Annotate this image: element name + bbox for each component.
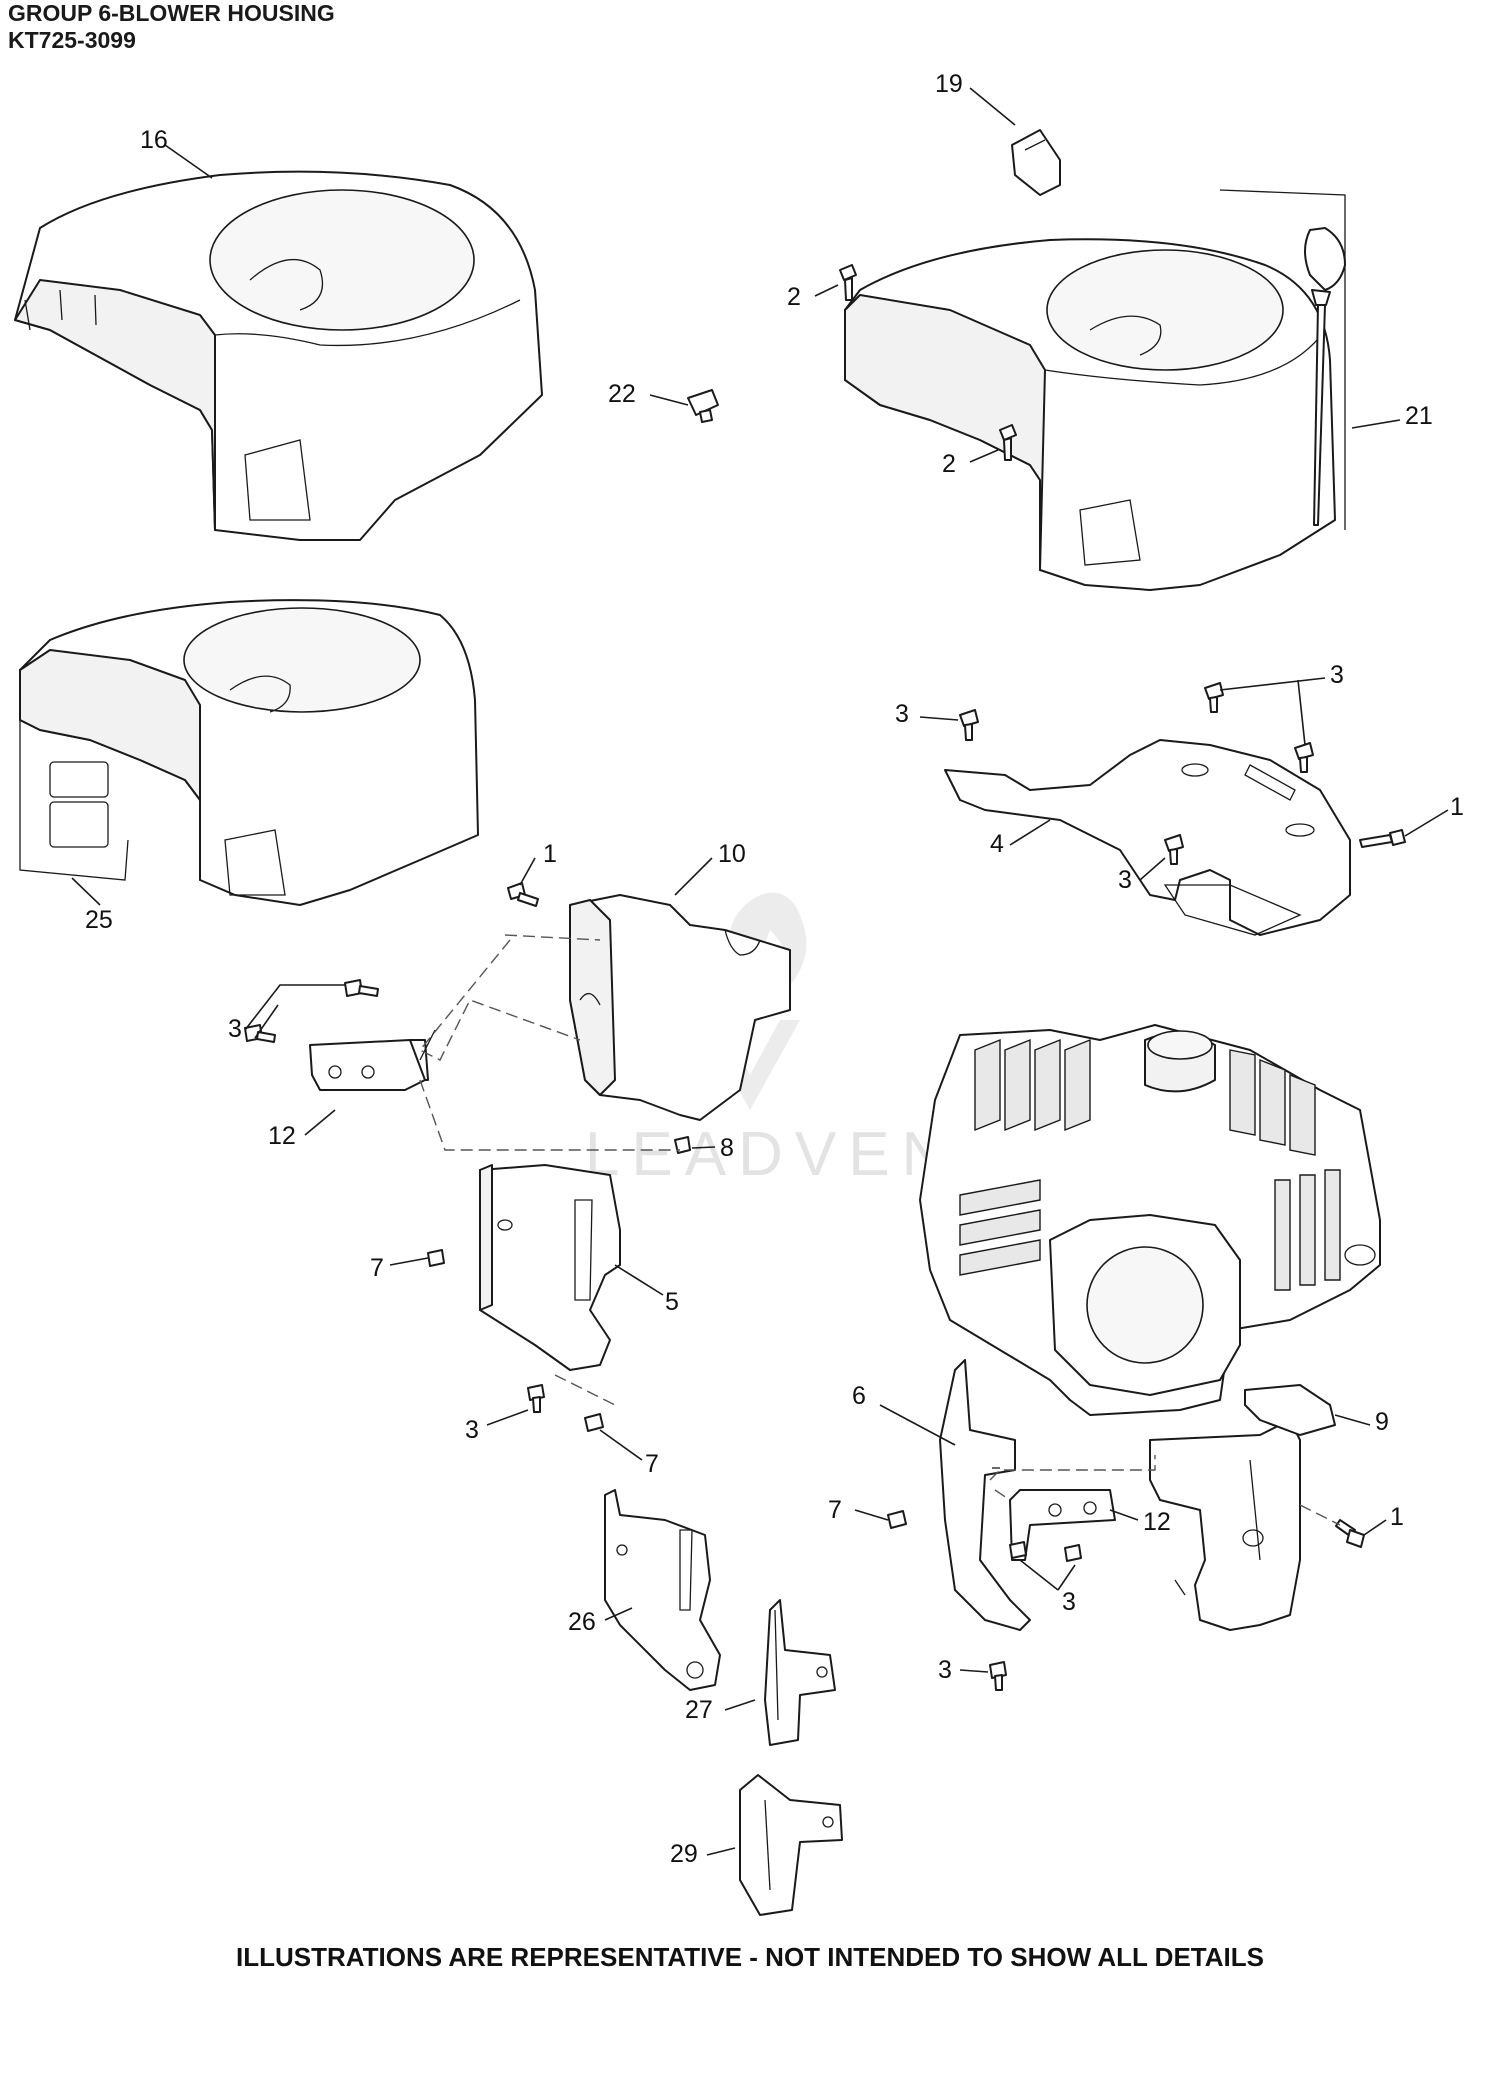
part-21-dipstick[interactable] bbox=[1304, 227, 1346, 526]
part-27-bracket[interactable] bbox=[764, 1599, 836, 1746]
part-19-clip[interactable] bbox=[1011, 129, 1061, 196]
part-1-screw-c[interactable] bbox=[1335, 1519, 1365, 1548]
part-6-lower-shield[interactable] bbox=[939, 1359, 1031, 1631]
callout-1-b: 1 bbox=[543, 840, 557, 868]
callout-2-upper: 2 bbox=[787, 283, 801, 311]
part-10-cylinder-cover[interactable] bbox=[569, 894, 791, 1121]
callout-5: 5 bbox=[665, 1288, 679, 1316]
part-29-bracket[interactable] bbox=[739, 1774, 843, 1916]
model-number: KT725-3099 bbox=[8, 27, 136, 53]
callout-leaders bbox=[71, 87, 1449, 1856]
part-7-nut-a[interactable] bbox=[427, 1249, 445, 1267]
part-3-screw-i[interactable] bbox=[1064, 1544, 1082, 1562]
callout-1-c: 1 bbox=[1390, 1503, 1404, 1531]
part-22-plug[interactable] bbox=[687, 389, 719, 423]
callout-3-b: 3 bbox=[1330, 661, 1344, 689]
part-2-screw-lower[interactable] bbox=[999, 424, 1017, 461]
part-3-screw-j[interactable] bbox=[989, 1661, 1007, 1691]
callout-22: 22 bbox=[608, 380, 636, 408]
callout-9: 9 bbox=[1375, 1408, 1389, 1436]
part-3-screw-f[interactable] bbox=[244, 1024, 276, 1043]
part-25-blower-housing-decals[interactable] bbox=[19, 599, 479, 906]
part-2-screw-upper[interactable] bbox=[839, 264, 857, 301]
callout-25: 25 bbox=[85, 906, 113, 934]
callout-4: 4 bbox=[990, 830, 1004, 858]
callout-3-f: 3 bbox=[1062, 1588, 1076, 1616]
callout-7-c: 7 bbox=[828, 1496, 842, 1524]
part-3-screw-g[interactable] bbox=[527, 1384, 545, 1413]
diagram-header: GROUP 6-BLOWER HOUSING KT725-3099 bbox=[8, 0, 335, 54]
callout-3-g: 3 bbox=[938, 1656, 952, 1684]
part-12-bracket-right[interactable] bbox=[1009, 1489, 1116, 1561]
part-5-side-shield[interactable] bbox=[479, 1164, 621, 1371]
callout-16: 16 bbox=[140, 126, 168, 154]
part-12-bracket-left[interactable] bbox=[309, 1029, 436, 1091]
callout-19: 19 bbox=[935, 70, 963, 98]
part-4-baffle-plate[interactable] bbox=[944, 739, 1351, 936]
callout-labels: 16 19 2 2 22 21 25 3 3 4 1 3 1 10 3 12 8… bbox=[85, 70, 1464, 1868]
part-blower-housing-right[interactable] bbox=[844, 189, 1346, 591]
callout-7-b: 7 bbox=[645, 1450, 659, 1478]
callout-6: 6 bbox=[852, 1382, 866, 1410]
callout-12-right: 12 bbox=[1143, 1508, 1171, 1536]
engine-crankcase[interactable] bbox=[919, 1024, 1381, 1416]
part-3-screw-a[interactable] bbox=[959, 709, 979, 741]
callout-26: 26 bbox=[568, 1608, 596, 1636]
callout-3-a: 3 bbox=[895, 700, 909, 728]
callout-3-d: 3 bbox=[228, 1015, 242, 1043]
callout-8: 8 bbox=[720, 1134, 734, 1162]
callout-12-left: 12 bbox=[268, 1122, 296, 1150]
callout-2-lower: 2 bbox=[942, 450, 956, 478]
part-16-blower-housing[interactable] bbox=[14, 170, 543, 541]
part-3-screw-d[interactable] bbox=[1164, 834, 1184, 865]
part-8-nut[interactable] bbox=[674, 1136, 691, 1154]
part-26-bracket[interactable] bbox=[604, 1489, 721, 1691]
callout-29: 29 bbox=[670, 1840, 698, 1868]
part-3-screw-e[interactable] bbox=[344, 979, 379, 997]
callout-7-a: 7 bbox=[370, 1254, 384, 1282]
disclaimer-footer: ILLUSTRATIONS ARE REPRESENTATIVE - NOT I… bbox=[236, 1942, 1264, 1972]
assembly-lines bbox=[418, 934, 1341, 1526]
callout-10: 10 bbox=[718, 840, 746, 868]
callout-1-a: 1 bbox=[1450, 793, 1464, 821]
part-1-screw-a[interactable] bbox=[1359, 829, 1406, 848]
part-7-nut-b[interactable] bbox=[584, 1413, 604, 1432]
callout-3-c: 3 bbox=[1118, 866, 1132, 894]
callout-3-e: 3 bbox=[465, 1416, 479, 1444]
part-1-screw-b[interactable] bbox=[507, 882, 539, 907]
part-9-cylinder-shield[interactable] bbox=[1149, 1384, 1336, 1631]
part-7-nut-c[interactable] bbox=[887, 1510, 907, 1529]
part-3-screw-c[interactable] bbox=[1294, 742, 1314, 773]
callout-27: 27 bbox=[685, 1696, 713, 1724]
callout-21: 21 bbox=[1405, 402, 1433, 430]
group-title: GROUP 6-BLOWER HOUSING bbox=[8, 0, 335, 26]
part-3-screw-h[interactable] bbox=[1009, 1541, 1027, 1559]
part-3-screw-b[interactable] bbox=[1204, 682, 1224, 713]
